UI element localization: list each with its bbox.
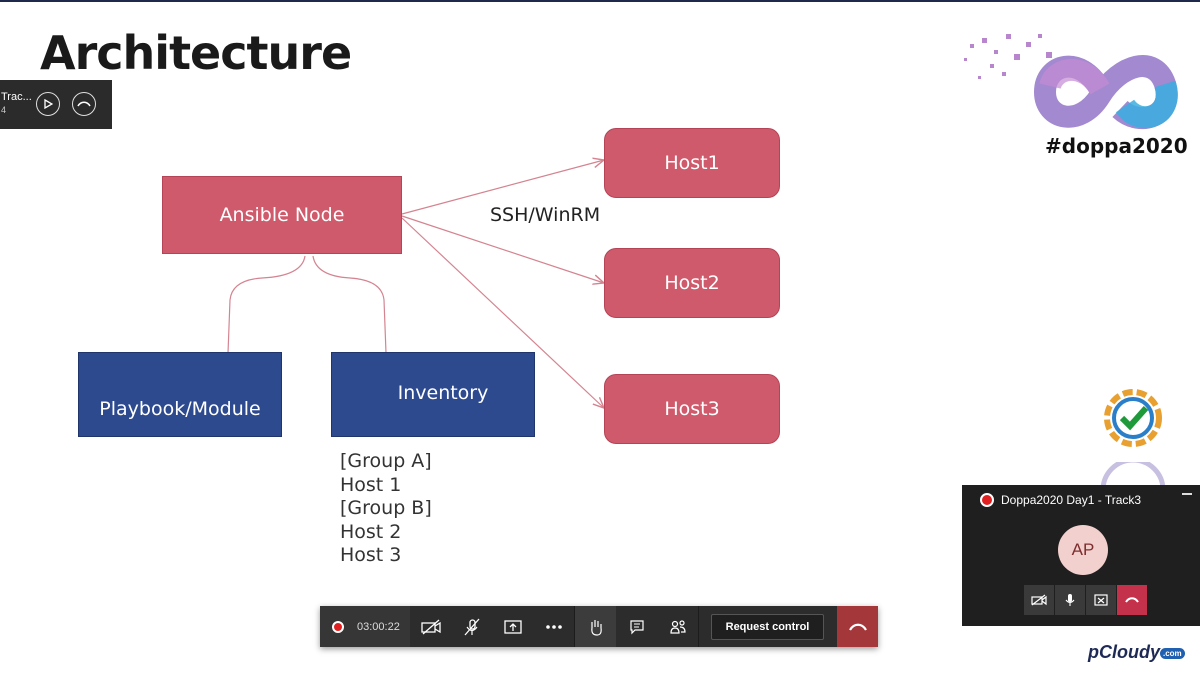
connection-label: SSH/WinRM	[490, 204, 601, 226]
host3-label: Host3	[664, 398, 720, 420]
inventory-line: [Group B]	[340, 497, 432, 519]
request-control-button[interactable]: Request control	[711, 613, 824, 640]
arrow-host1	[401, 160, 604, 215]
call-window[interactable]: Doppa2020 Day1 - Track3 AP	[962, 485, 1200, 626]
play-button[interactable]	[36, 92, 60, 116]
play-icon	[44, 99, 53, 109]
raise-hand-button[interactable]	[575, 606, 616, 647]
doppa-infinity-logo	[964, 34, 1178, 130]
minimize-icon[interactable]	[1182, 493, 1192, 495]
hangup-icon	[848, 623, 867, 631]
ansible-node-label: Ansible Node	[219, 204, 345, 226]
raise-hand-icon	[590, 619, 602, 636]
call-hangup-button[interactable]	[1117, 585, 1147, 615]
camera-off-icon	[420, 619, 441, 634]
participants-icon	[669, 619, 686, 634]
pcloudy-logo: pCloudy.com	[1088, 642, 1185, 663]
mini-player-subtitle: 4	[1, 105, 7, 115]
mic-toggle-button[interactable]	[1055, 585, 1085, 615]
share-off-icon	[1094, 594, 1108, 606]
inventory-box: Inventory	[331, 352, 535, 437]
camera-button[interactable]	[410, 606, 451, 647]
brace-to-playbook	[227, 255, 306, 354]
host2-box: Host2	[604, 248, 780, 318]
arrow-host3	[401, 217, 604, 408]
host3-box: Host3	[604, 374, 780, 444]
inventory-line: [Group A]	[340, 450, 432, 472]
mic-off-icon	[464, 618, 479, 635]
share-screen-icon	[503, 619, 522, 634]
mic-button[interactable]	[451, 606, 492, 647]
inventory-list: [Group A] Host 1 [Group B] Host 2 Host 3	[340, 450, 432, 568]
call-controls	[1024, 585, 1148, 615]
recording-indicator-icon	[980, 493, 994, 507]
chat-icon	[629, 619, 644, 634]
camera-off-icon	[1031, 594, 1047, 606]
hangup-icon	[77, 101, 91, 107]
host1-label: Host1	[664, 152, 720, 174]
devops-alliance-logo	[1100, 462, 1166, 490]
playbook-module-box: Playbook/Module	[78, 352, 282, 437]
leave-meeting-button[interactable]	[837, 606, 878, 647]
more-icon	[545, 624, 562, 629]
pcloudy-text: pCloudy	[1088, 642, 1160, 662]
host1-box: Host1	[604, 128, 780, 198]
playbook-module-label: Playbook/Module	[99, 397, 261, 420]
mic-icon	[1065, 594, 1075, 606]
agile-testing-alliance-logo	[1104, 389, 1162, 447]
participants-button[interactable]	[657, 606, 698, 647]
brace-to-inventory	[312, 255, 387, 354]
ansible-node-box: Ansible Node	[162, 176, 402, 254]
meeting-toolbar: 03:00:22 Request control	[320, 606, 878, 647]
recording-dot-icon	[332, 620, 344, 633]
inventory-line: Host 3	[340, 544, 402, 566]
slide-title: Architecture	[40, 26, 352, 80]
pcloudy-suffix: .com	[1160, 647, 1185, 659]
toolbar-divider	[698, 606, 699, 647]
host2-label: Host2	[664, 272, 720, 294]
hangup-icon	[1125, 597, 1139, 603]
inventory-line: Host 2	[340, 520, 402, 543]
chat-button[interactable]	[616, 606, 657, 647]
more-options-button[interactable]	[533, 606, 574, 647]
meeting-timer: 03:00:22	[357, 620, 400, 633]
share-toggle-button[interactable]	[1086, 585, 1116, 615]
inventory-label: Inventory	[397, 381, 489, 404]
recording-status: 03:00:22	[320, 606, 410, 647]
inventory-line: Host 1	[340, 473, 402, 496]
camera-toggle-button[interactable]	[1024, 585, 1054, 615]
toolbar-divider	[574, 606, 575, 647]
share-screen-button[interactable]	[492, 606, 533, 647]
call-header: Doppa2020 Day1 - Track3	[962, 485, 1200, 515]
hangup-button[interactable]	[72, 92, 96, 116]
hashtag-label: #doppa2020	[1045, 134, 1188, 158]
call-title: Doppa2020 Day1 - Track3	[1001, 493, 1142, 507]
avatar: AP	[1058, 525, 1108, 575]
top-border	[0, 0, 1200, 2]
arrow-host2	[401, 215, 604, 283]
mini-player-title: Trac...	[1, 91, 32, 103]
mini-player[interactable]: Trac... 4	[0, 80, 112, 129]
